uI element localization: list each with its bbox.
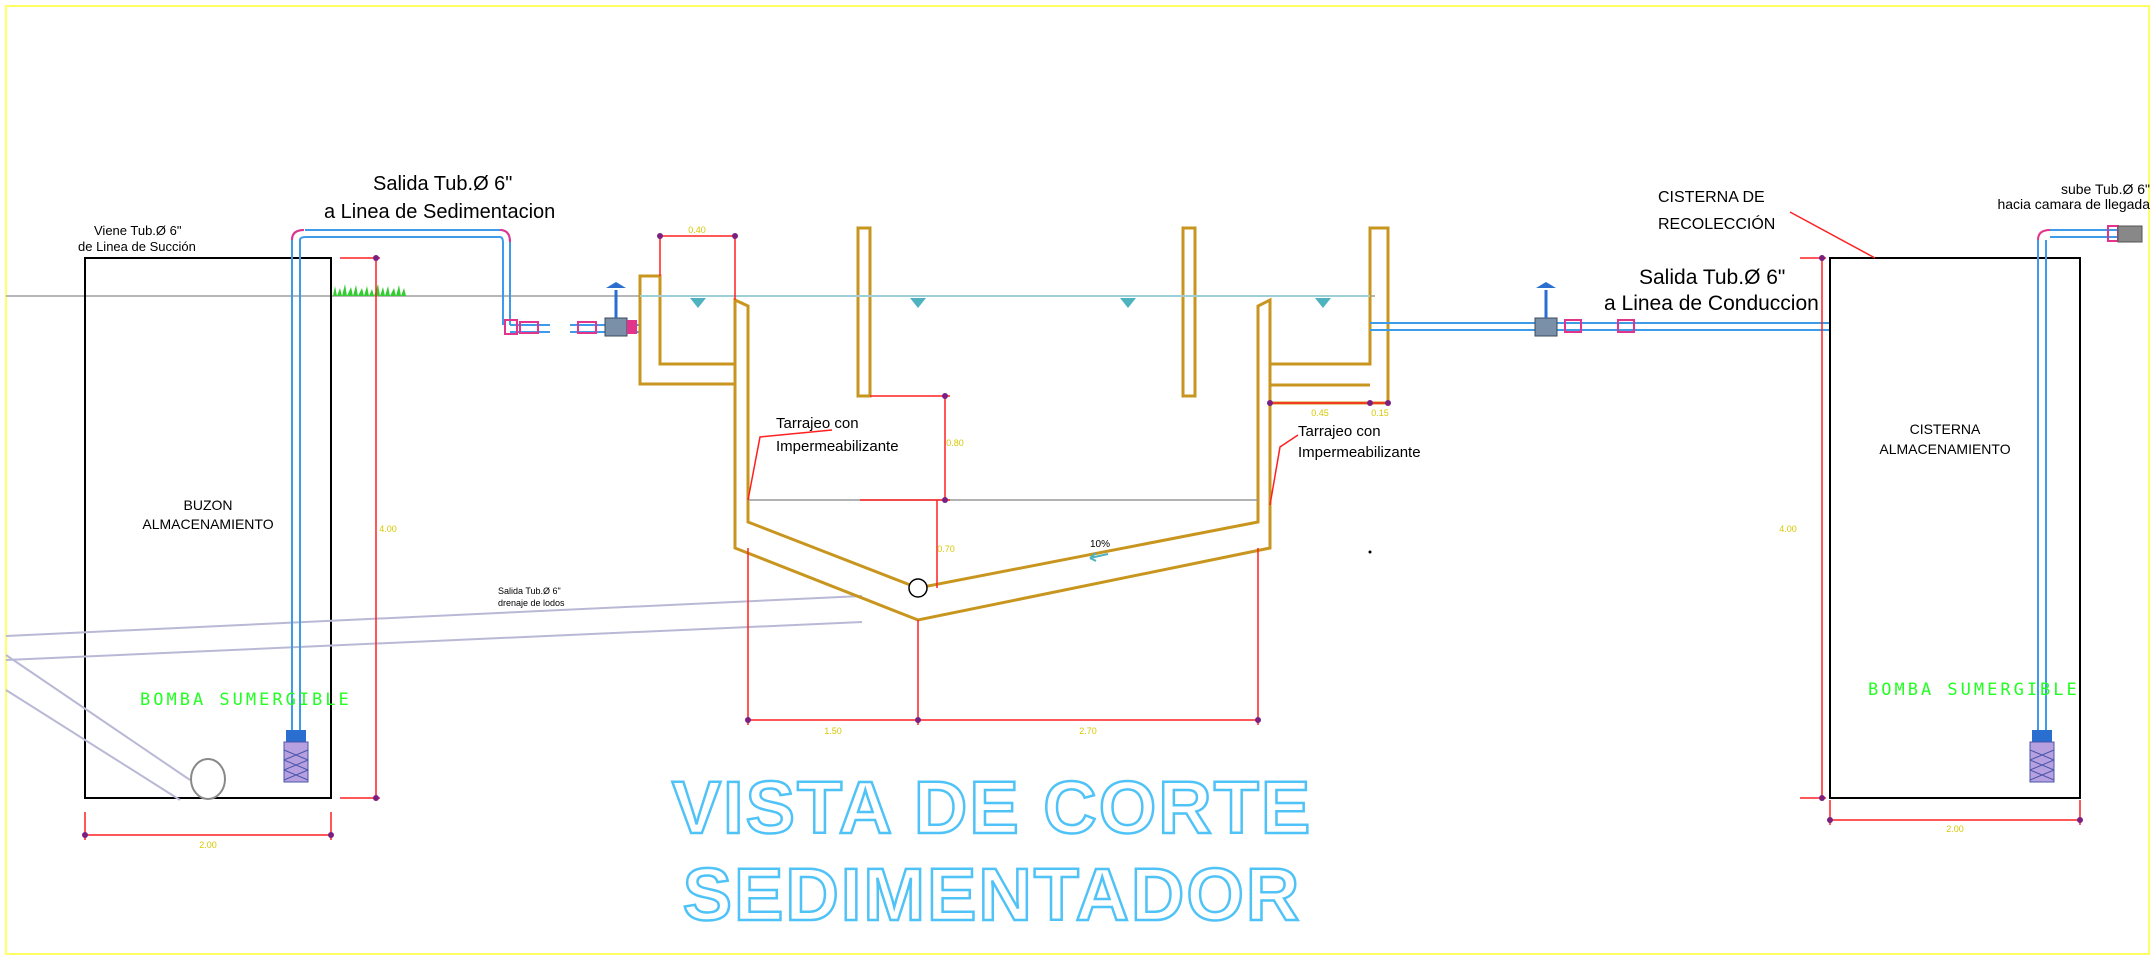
valve-left <box>604 282 637 337</box>
dim-buzon-height: 4.00 <box>379 524 397 534</box>
salida-lodos-1: Salida Tub.Ø 6" <box>498 586 561 596</box>
bomba-right-label: BOMBA SUMERGIBLE <box>1868 680 2080 700</box>
cisterna-tank <box>1829 257 2081 799</box>
viene-line2: de Linea de Succión <box>78 239 196 254</box>
cisterna-recol-1: CISTERNA DE <box>1658 189 1765 206</box>
tarrajeo-left-2: Impermeabilizante <box>776 438 899 455</box>
drain-pipe-end <box>190 758 226 800</box>
dim-cisterna-width: 2.00 <box>1946 824 1964 834</box>
elbow-joints-left <box>291 229 597 335</box>
salida-lodos-2: drenaje de lodos <box>498 598 565 608</box>
pipe-cap-right <box>2117 225 2143 243</box>
valve-right <box>1534 282 1635 337</box>
conduction-pipe <box>1370 322 1830 331</box>
sube-2: hacia camara de llegada <box>1997 196 2150 212</box>
riser-pipe-left <box>291 229 640 735</box>
viene-line1: Viene Tub.Ø 6" <box>94 223 182 238</box>
elbow-right <box>2037 225 2119 242</box>
tarrajeo-left-1: Tarrajeo con <box>776 415 859 432</box>
buzon-label-2: ALMACENAMIENTO <box>142 516 273 532</box>
title-line-2: SEDIMENTADOR <box>683 853 1302 936</box>
dim-cisterna-height: 4.00 <box>1779 524 1797 534</box>
slope-arrow <box>1089 552 1109 562</box>
drawing-frame <box>5 5 2150 955</box>
water-level-markers <box>690 298 1331 308</box>
reference-dot <box>1368 550 1372 554</box>
bomba-left-label: BOMBA SUMERGIBLE <box>140 690 352 710</box>
dim-buzon-width: 2.00 <box>199 840 217 850</box>
buzon-label-1: BUZON <box>184 497 233 513</box>
dimension-lines <box>84 235 2081 840</box>
pump-left <box>283 730 309 783</box>
leader-lines <box>747 211 1876 506</box>
tarrajeo-right-2: Impermeabilizante <box>1298 444 1421 461</box>
dim-bottom-right: 2.70 <box>1079 726 1097 736</box>
cisterna-label-1: CISTERNA <box>1910 421 1981 437</box>
dim-hopper-depth: 0.70 <box>937 544 955 554</box>
sube-1: sube Tub.Ø 6" <box>2061 181 2150 197</box>
tarrajeo-right-1: Tarrajeo con <box>1298 423 1381 440</box>
salida-sed-line2: a Linea de Sedimentacion <box>324 201 555 223</box>
dim-outlet-w2: 0.15 <box>1371 408 1389 418</box>
dim-baffle-depth: 0.80 <box>946 438 964 448</box>
pump-right <box>2029 730 2055 783</box>
salida-cond-1: Salida Tub.Ø 6" <box>1639 266 1785 289</box>
slope-label: 10% <box>1090 539 1110 550</box>
dim-bottom-left: 1.50 <box>824 726 842 736</box>
cisterna-label-2: ALMACENAMIENTO <box>1879 441 2010 457</box>
sedimentador-walls <box>638 226 1390 622</box>
drain-valve <box>908 578 928 598</box>
salida-cond-2: a Linea de Conduccion <box>1604 292 1819 315</box>
drain-pipe <box>5 595 863 801</box>
cisterna-recol-2: RECOLECCIÓN <box>1658 214 1775 233</box>
dim-inlet-width: 0.40 <box>688 225 706 235</box>
dim-outlet-w1: 0.45 <box>1311 408 1329 418</box>
salida-sed-line1: Salida Tub.Ø 6" <box>373 173 512 195</box>
grass-symbol <box>333 284 406 296</box>
dimension-ticks <box>82 233 2083 838</box>
title-line-1: VISTA DE CORTE <box>672 766 1313 849</box>
